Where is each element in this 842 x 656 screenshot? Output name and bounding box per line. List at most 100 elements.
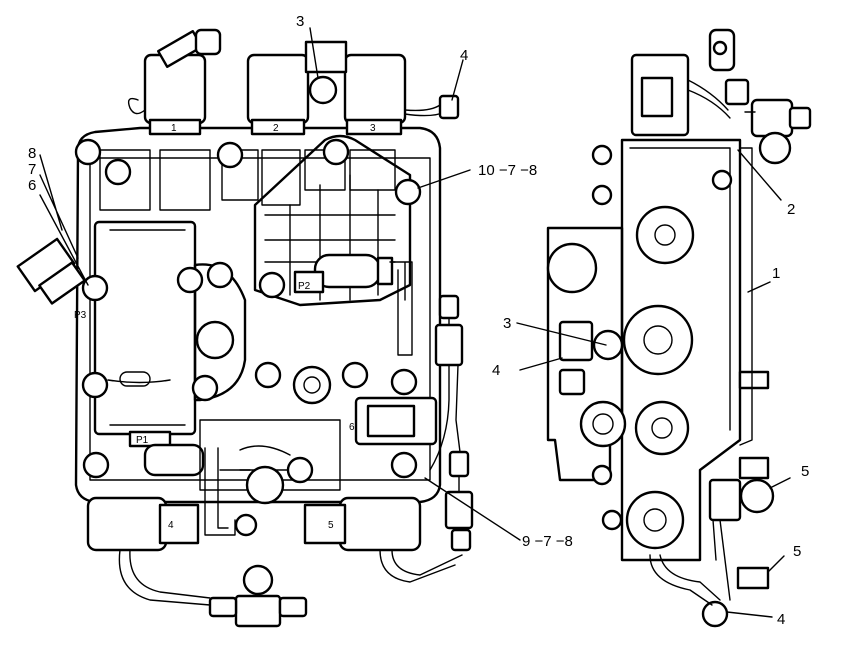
side-top-fitting <box>687 28 812 165</box>
side-plug-2-hex <box>643 325 673 355</box>
bolt-head <box>258 271 286 299</box>
bolt-head <box>104 158 132 186</box>
bolt-head <box>390 451 418 479</box>
side-plug-1 <box>635 205 695 265</box>
lower-port <box>245 465 285 505</box>
pipe-loop-right <box>389 261 413 356</box>
solenoid-5: 5 <box>303 496 422 552</box>
separator-plate <box>253 134 412 307</box>
side-body-edge <box>629 147 731 431</box>
bolt-head <box>591 144 613 166</box>
side-plug-4 <box>625 490 685 550</box>
channel-outline-1 <box>99 149 259 211</box>
bolt-head <box>591 184 613 206</box>
bolt-head <box>176 266 204 294</box>
center-plug-hex <box>303 376 321 394</box>
callout-4-right-a: 4 <box>492 362 500 379</box>
side-item-4-connector <box>701 600 729 628</box>
solenoid-4-number: 4 <box>168 520 174 531</box>
connector-right-end <box>450 528 472 552</box>
callout-5-right-b: 5 <box>793 543 801 560</box>
side-plug-4-hex <box>643 508 667 532</box>
center-plug <box>292 365 332 405</box>
callout-7: 7 <box>28 161 36 178</box>
side-rear-plate <box>739 147 753 446</box>
solenoid-4: 4 <box>86 496 200 552</box>
bolt-head <box>254 361 282 389</box>
callout-2-right: 2 <box>787 201 795 218</box>
p3-label: P3 <box>74 310 87 321</box>
side-left-nut-inner <box>592 413 614 435</box>
solenoid-6: 6 <box>349 396 438 446</box>
p1-label: P1 <box>136 435 149 446</box>
wire-bottom <box>118 549 463 606</box>
wire-right-column <box>429 317 462 531</box>
side-stud-2 <box>738 456 770 480</box>
bolt-heads-left <box>74 138 422 484</box>
side-item-5-ring <box>739 478 775 514</box>
side-left-nut <box>579 400 627 448</box>
side-plug-3 <box>634 400 690 456</box>
callout-4-left: 4 <box>460 47 468 64</box>
right-view <box>546 28 812 628</box>
solenoid-6-number: 6 <box>349 422 355 433</box>
callout-5-right-a: 5 <box>801 463 809 480</box>
callout-1-right: 1 <box>772 265 780 282</box>
callout-labels: 3 4 8 7 6 10 −7 −8 9 −7 −8 2 1 3 4 5 5 4 <box>28 13 809 628</box>
side-stud-3 <box>736 566 770 590</box>
item-3-clip-ring <box>308 75 338 105</box>
bolt-head <box>191 374 219 402</box>
side-left-connector-2 <box>558 368 586 396</box>
solenoid-2: 2 <box>246 53 310 136</box>
accumulator-port <box>195 320 235 360</box>
bolt-head <box>81 274 109 302</box>
leader-lines <box>39 27 791 618</box>
side-wires-bottom <box>649 519 731 606</box>
callout-3-right: 3 <box>503 315 511 332</box>
solenoid-5-number: 5 <box>328 520 334 531</box>
plate-inner-edge <box>89 157 431 481</box>
connector-right-bottom <box>444 490 474 530</box>
connector-top-left <box>156 28 222 68</box>
bolt-head <box>341 361 369 389</box>
side-body <box>620 138 742 562</box>
bolt-head <box>394 178 422 206</box>
connector-right-mid <box>434 323 464 367</box>
side-connector-lower <box>708 478 742 522</box>
solenoid-3-number: 3 <box>370 123 376 134</box>
side-item-3-ring <box>592 329 624 361</box>
side-stud-1 <box>738 370 770 390</box>
clip-bracket <box>304 40 348 74</box>
callout-8: 8 <box>28 145 36 162</box>
callout-6: 6 <box>28 177 36 194</box>
cover-plate-p3: P3 <box>74 220 197 436</box>
side-solenoid-window <box>640 76 674 118</box>
left-view: 1 2 3 <box>16 28 474 628</box>
solenoid-3: 3 <box>343 53 407 136</box>
bottom-tee-connector <box>208 564 308 628</box>
solenoid-1-number: 1 <box>171 123 177 134</box>
bolt-head <box>74 138 102 166</box>
solenoid-1: 1 <box>143 53 207 136</box>
bolt-head <box>601 509 623 531</box>
p3-fitting <box>16 237 86 305</box>
connector-right-lower <box>448 450 470 478</box>
bolt-head <box>81 371 109 399</box>
bolt-head <box>206 261 234 289</box>
bolt-head <box>82 451 110 479</box>
side-left-dome <box>546 242 598 294</box>
callout-4-right-b: 4 <box>777 611 785 628</box>
tube-loop-bottom <box>204 447 251 536</box>
callout-10-7-8: 10 −7 −8 <box>478 162 537 179</box>
p1-fitting: P1 <box>128 430 205 477</box>
tube-fitting <box>234 513 258 537</box>
p2-label: P2 <box>298 281 311 292</box>
side-bolt-heads <box>591 144 733 531</box>
side-plug-1-hex <box>654 224 676 246</box>
bolt-head <box>216 141 244 169</box>
solenoid-2-number: 2 <box>273 123 279 134</box>
p2-solenoid: P2 <box>293 253 394 294</box>
connector-item-4-left <box>438 94 460 120</box>
